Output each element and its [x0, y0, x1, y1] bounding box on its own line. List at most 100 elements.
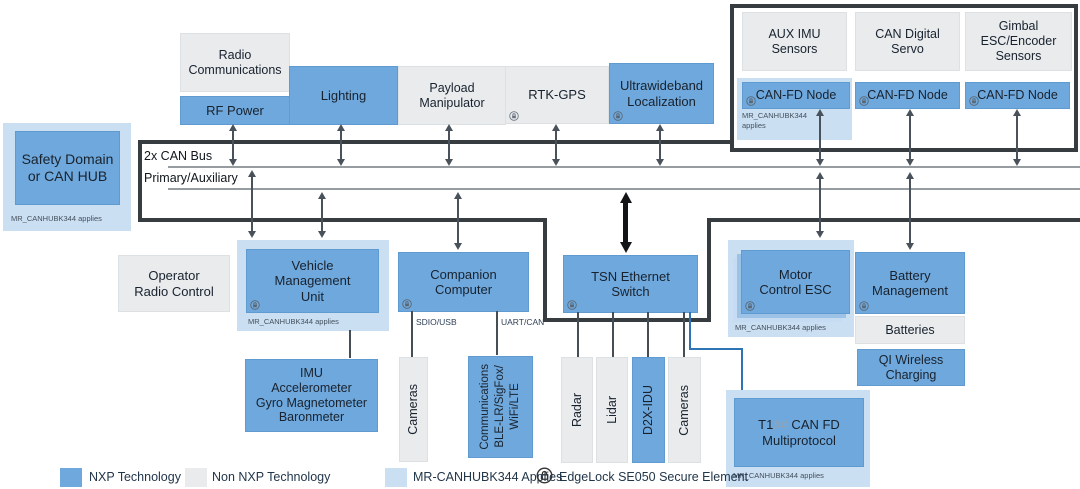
arrow-rtkgps-bus: [552, 124, 560, 166]
cameras-right-label: Cameras: [677, 384, 692, 436]
line-tsn-cameras: [683, 312, 685, 357]
aux-imu-sensors-box: AUX IMU Sensors: [742, 12, 847, 71]
secure-element-icon: [613, 111, 623, 121]
bus-line-auxiliary: [168, 188, 1080, 190]
legend-label-non-nxp: Non NXP Technology: [212, 470, 331, 484]
t1-multiprotocol-label: T1## CAN FD Multiprotocol: [758, 417, 840, 448]
bus-outline-bottom-left: [138, 218, 547, 222]
safety-domain-box: Safety Domain or CAN HUB: [15, 131, 120, 205]
arrow-bus-vmu-1: [248, 170, 256, 238]
secure-element-icon: [745, 301, 755, 311]
secure-element-icon: [969, 96, 979, 106]
bus-outline-bottom-right: [707, 218, 1080, 222]
line-tsn-lidar: [612, 312, 614, 357]
bus-outline-pocket-bottom: [543, 318, 711, 322]
arrow-uwb-bus: [656, 124, 664, 166]
arrow-canfdnode3-bus: [1013, 109, 1021, 166]
arrow-bus-vmu-2: [318, 192, 326, 238]
bus-label-bottom: Primary/Auxiliary: [144, 171, 238, 185]
arrow-bus-tsn-thick: [619, 192, 632, 253]
arrow-rfpower-bus: [229, 124, 237, 166]
rtk-gps-label: RTK-GPS: [528, 87, 586, 103]
arrow-lighting-bus: [337, 124, 345, 166]
rtk-gps-box: RTK-GPS: [505, 66, 609, 124]
motor-esc-label: Motor Control ESC: [759, 266, 832, 297]
legend-label-nxp: NXP Technology: [89, 470, 181, 484]
d2x-idu-label: D2X-IDU: [641, 384, 656, 435]
payload-manipulator-box: Payload Manipulator: [398, 66, 506, 125]
legend-label-edgelock: EdgeLock SE050 Secure Element: [559, 470, 749, 484]
arrow-bus-battery: [906, 172, 914, 250]
safety-domain-note: MR_CANHUBK344 applies: [11, 214, 102, 223]
line-companion-comms: [496, 311, 498, 355]
arrow-bus-motoresc: [816, 172, 824, 238]
uwb-localization-box: Ultrawideband Localization: [609, 63, 714, 124]
edgelock-lock-in-circle-icon: [536, 467, 553, 484]
lidar-box: Lidar: [596, 357, 628, 463]
connector-tsn-t1-v1: [689, 312, 691, 350]
vmu-box: Vehicle Management Unit: [246, 249, 379, 313]
connector-tsn-t1-v2: [741, 348, 743, 392]
bus-outline-pocket-right: [707, 218, 711, 322]
secure-element-icon: [402, 299, 412, 309]
can-fd-node-3-label: CAN-FD Node: [977, 88, 1058, 103]
bus-line-primary: [168, 166, 1080, 168]
can-fd-node-3-box: CAN-FD Node: [965, 82, 1070, 109]
secure-element-icon: [746, 96, 756, 106]
secure-element-icon: [567, 300, 577, 310]
lidar-label: Lidar: [604, 396, 619, 424]
cameras-right-box: Cameras: [668, 357, 701, 463]
bus-outline-top: [138, 140, 734, 144]
bus-outline-pocket-left: [543, 218, 547, 322]
line-tsn-radar: [577, 312, 579, 357]
vmu-label: Vehicle Management Unit: [274, 258, 351, 304]
can-fd-node-1-box: CAN-FD Node: [742, 82, 850, 109]
batteries-box: Batteries: [855, 316, 965, 344]
legend-swatch-non-nxp: [185, 468, 207, 487]
secure-element-icon: [250, 300, 260, 310]
bus-label-top: 2x CAN Bus: [144, 149, 213, 163]
radar-box: Radar: [561, 357, 593, 463]
secure-element-icon: [509, 111, 519, 121]
arrow-canfdnode1-bus: [816, 109, 824, 166]
battery-management-box: Battery Management: [855, 252, 965, 314]
secure-element-icon: [859, 301, 869, 311]
communications-box: Communications BLE-LR/SigFox/ WiFi/LTE: [468, 356, 533, 458]
cameras-left-box: Cameras: [399, 357, 428, 462]
legend-swatch-mr-canhubk344: [385, 468, 407, 487]
line-vmu-imu: [349, 330, 351, 358]
qi-wireless-charging-box: QI Wireless Charging: [857, 349, 965, 386]
gimbal-esc-encoder-box: Gimbal ESC/Encoder Sensors: [965, 12, 1072, 71]
radar-label: Radar: [569, 392, 584, 428]
imu-sensor-stack-box: IMU Accelerometer Gyro Magnetometer Baro…: [245, 359, 378, 432]
battery-management-label: Battery Management: [872, 267, 948, 298]
can-fd-node-2-box: CAN-FD Node: [855, 82, 960, 109]
operator-radio-control-box: Operator Radio Control: [118, 255, 230, 312]
arrow-payload-bus: [445, 124, 453, 166]
can-fd-node-2-label: CAN-FD Node: [867, 88, 948, 103]
line-companion-cameras: [411, 311, 413, 357]
can-fd-node-1-note: MR_CANHUBK344 applies: [742, 111, 808, 131]
tsn-ethernet-switch-label: TSN Ethernet Switch: [591, 268, 670, 299]
port-label-sdio-usb: SDIO/USB: [416, 317, 457, 327]
arrow-bus-companion: [454, 192, 462, 250]
arrow-canfdnode2-bus: [906, 109, 914, 166]
can-digital-servo-box: CAN Digital Servo: [855, 12, 960, 71]
lighting-box: Lighting: [289, 66, 398, 125]
t1-multiprotocol-box: T1## CAN FD Multiprotocol: [734, 398, 864, 467]
port-label-uart-can: UART/CAN: [501, 317, 545, 327]
d2x-idu-box: D2X-IDU: [632, 357, 665, 463]
radio-communications-box: Radio Communications: [180, 33, 290, 92]
connector-tsn-t1-h: [689, 348, 743, 350]
bus-outline-left: [138, 140, 142, 222]
communications-label: Communications BLE-LR/SigFox/ WiFi/LTE: [479, 364, 521, 450]
can-sensor-section-border: [730, 4, 1078, 152]
line-tsn-d2x: [647, 312, 649, 357]
legend-label-mr-canhubk344: MR-CANHUBK344 Applies: [413, 470, 563, 484]
legend-swatch-nxp: [60, 468, 82, 487]
motor-esc-note: MR_CANHUBK344 applies: [735, 323, 826, 332]
vmu-note: MR_CANHUBK344 applies: [248, 317, 339, 326]
secure-element-icon: [859, 96, 869, 106]
motor-esc-box: Motor Control ESC: [741, 250, 850, 314]
